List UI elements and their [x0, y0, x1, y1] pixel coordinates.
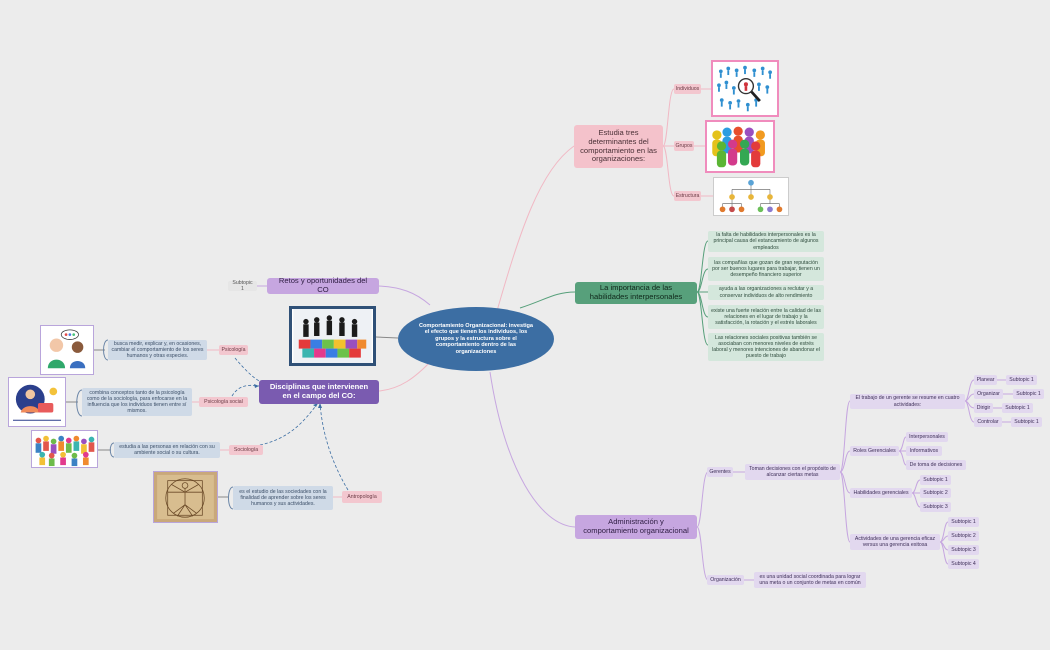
note-importancia-2: las compañías que gozan de gran reputaci…: [708, 257, 824, 281]
subtopic-organizar-1[interactable]: Subtopic 1: [1013, 389, 1044, 399]
subtopic-estructura[interactable]: Estructura: [674, 191, 701, 201]
note-psicologia: busca medir, explicar y, en ocasiones, c…: [108, 340, 207, 360]
topic-disciplinas[interactable]: Disciplinas que intervienen en el campo …: [259, 380, 379, 404]
subtopic-controlar-1[interactable]: Subtopic 1: [1011, 417, 1042, 427]
actividades-subtopic-2[interactable]: Subtopic 2: [948, 531, 979, 541]
note-antropologia: es el estudio de las sociedades con la f…: [233, 486, 333, 510]
topic-retos-oportunidades[interactable]: Retos y oportunidades del CO: [267, 276, 379, 294]
note-importancia-1: la falta de habilidades interpersonales …: [708, 231, 824, 252]
subtopic-roles-gerenciales[interactable]: Roles Gerenciales: [850, 446, 899, 456]
note-importancia-3: ayuda a las organizaciones a reclutar y …: [708, 285, 824, 300]
discipline-sociologia[interactable]: Sociología: [229, 445, 263, 455]
discipline-antropologia[interactable]: Antropología: [342, 491, 382, 503]
sociologia-crowd-image: [31, 430, 98, 468]
subtopic-trabajo-gerente[interactable]: El trabajo de un gerente se resume en cu…: [850, 394, 965, 409]
note-importancia-4: existe una fuerte relación entre la cali…: [708, 305, 824, 329]
subtopic-grupos[interactable]: Grupos: [674, 141, 694, 151]
note-organizacion: es una unidad social coordinada para log…: [754, 572, 866, 588]
subtopic-organizacion[interactable]: Organización: [707, 575, 744, 585]
note-importancia-5: Las relaciones sociales positivas tambié…: [708, 333, 824, 361]
actividades-subtopic-3[interactable]: Subtopic 3: [948, 545, 979, 555]
business-puzzle-image: [289, 306, 376, 366]
item-organizar[interactable]: Organizar: [974, 389, 1003, 399]
subtopic-planear-1[interactable]: Subtopic 1: [1006, 375, 1037, 385]
note-sociologia: estudia a las personas en relación con s…: [114, 442, 220, 458]
topic-importancia-habilidades[interactable]: La importancia de las habilidades interp…: [575, 282, 697, 304]
item-planear[interactable]: Planear: [974, 375, 997, 385]
topic-estudia-determinantes[interactable]: Estudia tres determinantes del comportam…: [574, 125, 663, 168]
subtopic-dirigir-1[interactable]: Subtopic 1: [1002, 403, 1033, 413]
item-dirigir[interactable]: Dirigir: [974, 403, 993, 413]
actividades-subtopic-1[interactable]: Subtopic 1: [948, 517, 979, 527]
individuals-crowd-image: [711, 60, 779, 117]
discipline-psicologia-social[interactable]: Psicología social: [199, 397, 248, 407]
item-interpersonales[interactable]: Interpersonales: [906, 432, 948, 442]
subtopic-habilidades-gerenciales[interactable]: Habilidades gerenciales: [850, 488, 912, 498]
discipline-psicologia[interactable]: Psicología: [219, 345, 248, 355]
groups-people-image: [705, 120, 775, 173]
subtopic-retos-1[interactable]: Subtopic 1: [228, 280, 257, 292]
note-gerentes: Toman decisiones con el propósito de alc…: [745, 464, 840, 480]
item-informativos[interactable]: Informativos: [906, 446, 942, 456]
central-topic[interactable]: Comportamiento Organizacional: investiga…: [398, 307, 554, 371]
habilidades-subtopic-2[interactable]: Subtopic 2: [920, 488, 951, 498]
habilidades-subtopic-1[interactable]: Subtopic 1: [920, 475, 951, 485]
item-toma-decisiones[interactable]: De toma de decisiones: [906, 460, 966, 470]
psicologia-image: [40, 325, 94, 375]
psicologia-social-image: [8, 377, 66, 427]
topic-administracion[interactable]: Administración y comportamiento organiza…: [575, 515, 697, 539]
subtopic-actividades-gerencia[interactable]: Actividades de una gerencia eficaz versu…: [850, 534, 940, 550]
habilidades-subtopic-3[interactable]: Subtopic 3: [920, 502, 951, 512]
item-controlar[interactable]: Controlar: [974, 417, 1002, 427]
subtopic-individuos[interactable]: Individuos: [674, 84, 701, 94]
structure-orgchart-image: [713, 177, 789, 216]
vitruvian-man-image: [153, 471, 218, 523]
actividades-subtopic-4[interactable]: Subtopic 4: [948, 559, 979, 569]
subtopic-gerentes[interactable]: Gerentes: [707, 467, 733, 477]
note-psicologia-social: combina conceptos tanto de la psicología…: [82, 388, 192, 416]
